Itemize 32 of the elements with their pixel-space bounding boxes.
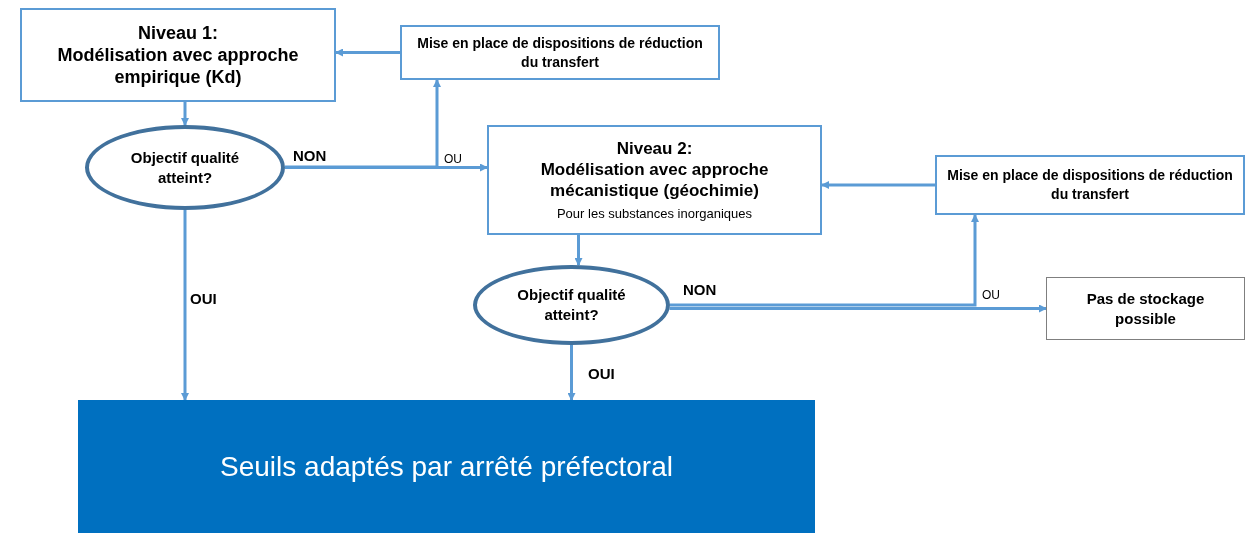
edge-label: OU [982, 287, 1000, 304]
arrow [821, 181, 935, 189]
arrow [181, 210, 189, 401]
arrow [567, 345, 576, 401]
edge-label: NON [683, 280, 717, 300]
decision-text: Objectif qualité atteint? [129, 147, 241, 188]
box-subtext: Pour les substances inorganiques [556, 204, 753, 223]
edge-label: OUI [190, 289, 217, 309]
result-text: Seuils adaptés par arrêté préfectoral [220, 449, 673, 484]
arrow [574, 235, 583, 267]
edge-label: OUI [588, 364, 615, 384]
box-text: Modélisation avec approche empirique (Kd) [56, 44, 300, 88]
box-text: Pas de stockage possible [1085, 288, 1206, 329]
box-text: Mise en place de dispositions de réduction du transfert [946, 166, 1234, 204]
process-box [487, 125, 822, 235]
arrow [285, 79, 441, 169]
box-text: Mise en place de dispositions de réduction du transfert [416, 33, 704, 72]
arrow [335, 48, 400, 57]
process-box [20, 8, 336, 102]
box-heading: Niveau 2: [616, 137, 693, 159]
box-heading: Niveau 1: [137, 22, 218, 44]
edge-label: OU [444, 151, 462, 168]
result-box [78, 400, 815, 533]
arrow [181, 102, 189, 126]
action-box [400, 25, 720, 80]
decision-text: Objectif qualité atteint? [516, 285, 627, 325]
outcome-box [1046, 277, 1245, 340]
action-box [935, 155, 1245, 215]
arrow [670, 214, 979, 307]
box-text: Modélisation avec approche mécanistique (géochimie) [539, 158, 770, 201]
edge-label: NON [293, 146, 327, 166]
arrow [669, 304, 1047, 313]
